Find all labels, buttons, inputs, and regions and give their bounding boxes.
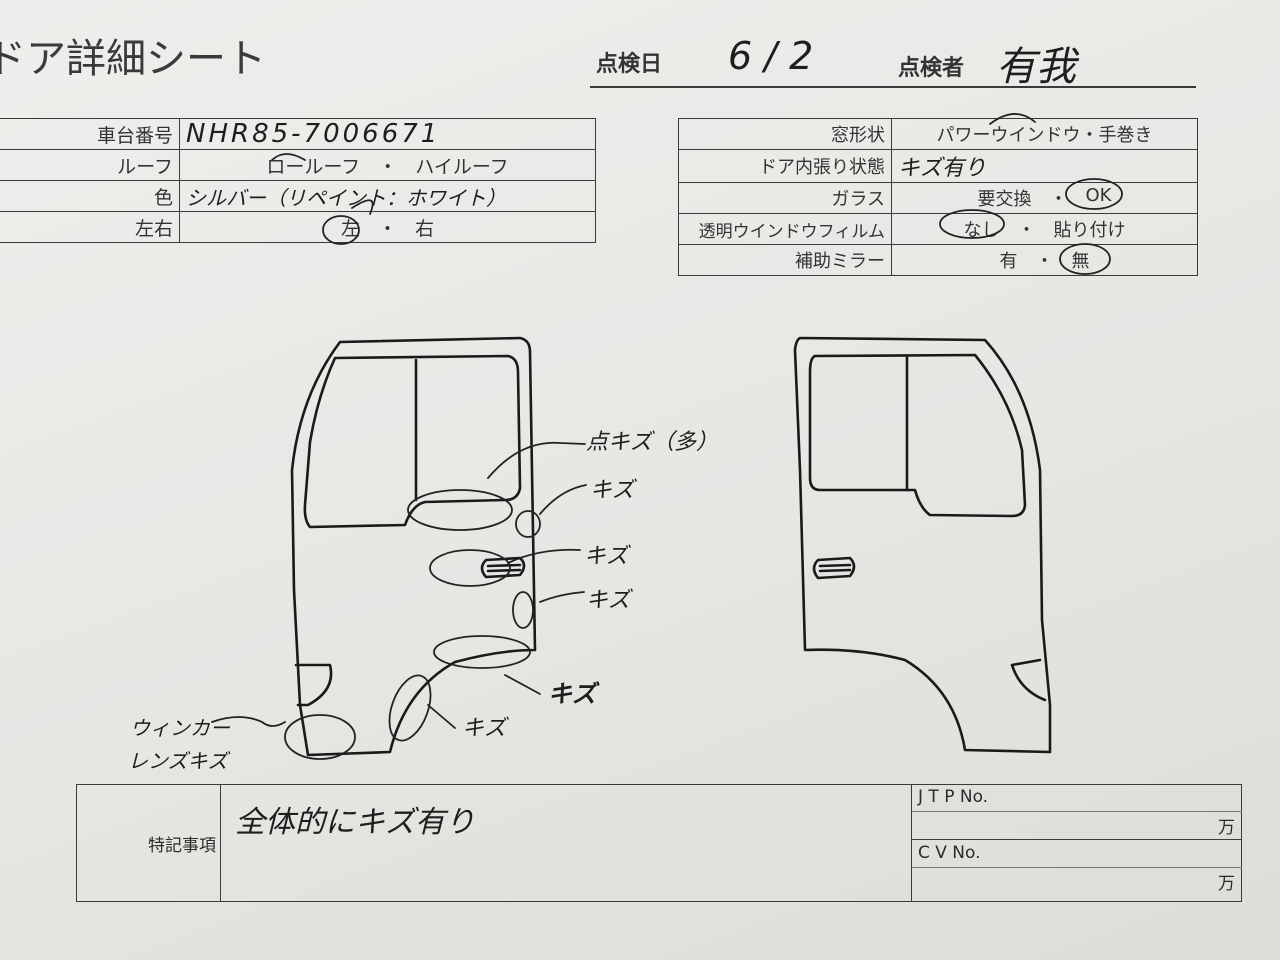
mark-turn-signal-scratch <box>284 714 356 760</box>
sheet-title: ドア詳細シート <box>0 36 266 82</box>
mark-door-scratch-1 <box>515 510 541 538</box>
color-label: 色 <box>0 180 180 212</box>
vehicle-info-table: 車台番号 NHR85-7006671 ルーフ ロールーフ ・ ハイルーフ 色 シ… <box>0 118 596 243</box>
inspection-date-label: 点検日 <box>596 52 663 77</box>
header-underline <box>590 86 1196 88</box>
annotation-scratch-4: キズ <box>548 680 596 708</box>
roof-option-low: ロールーフ <box>266 155 361 178</box>
table-row: ルーフ ロールーフ ・ ハイルーフ <box>0 149 596 181</box>
annotation-winker-line1: ウィンカー <box>130 716 230 740</box>
annotation-dot-scratch: 点キズ（多） <box>586 430 719 455</box>
roof-option-high: ハイルーフ <box>415 155 509 178</box>
mark-handle-scratch <box>429 549 511 587</box>
window-type-value: パワーウインドウ・手巻き <box>891 118 1198 150</box>
left-door-outline <box>290 336 537 757</box>
aux-mirror-label: 補助ミラー <box>678 244 892 276</box>
right-door-outline <box>793 336 1052 754</box>
glass-option-replace: 要交換 <box>977 189 1032 210</box>
window-film-label: 透明ウインドウフィルム <box>678 213 892 245</box>
side-option-right: 右 <box>415 217 435 240</box>
chassis-number-value: NHR85-7006671 <box>186 119 441 149</box>
table-row: ガラス 要交換 ・ OK <box>678 182 1198 214</box>
glass-option-ok: OK <box>1085 185 1112 206</box>
film-separator: ・ <box>1017 220 1036 241</box>
jtp-number-label: J T P No. <box>918 787 989 807</box>
left-door-window <box>303 354 522 529</box>
left-door-handle <box>480 556 526 579</box>
remarks-label: 特記事項 <box>148 835 216 856</box>
right-door-window <box>808 353 1027 518</box>
annotation-scratch-5: キズ <box>462 716 507 741</box>
mark-mirror-no-circle <box>1059 243 1111 275</box>
mark-film-none-circle <box>939 209 1005 239</box>
annotation-winker-line2: レンズキズ <box>128 749 228 773</box>
roof-label: ルーフ <box>0 149 180 181</box>
film-option-applied: 貼り付け <box>1053 220 1126 241</box>
glass-separator: ・ <box>1049 189 1068 210</box>
annotation-scratch-3: キズ <box>586 588 631 613</box>
color-value: シルバー（リペイント：ホワイト） <box>186 185 506 210</box>
table-row: 窓形状 パワーウインドウ・手巻き <box>678 118 1198 150</box>
mark-color-circle <box>351 199 374 215</box>
mirror-option-yes: 有 <box>999 251 1018 272</box>
annotation-scratch-2: キズ <box>584 544 629 569</box>
annotation-scratch-1: キズ <box>590 478 635 503</box>
remarks-box: 特記事項 全体的にキズ有り J T P No. 万 C V No. 万 <box>76 784 1242 902</box>
mark-ok-circle <box>1065 178 1123 210</box>
mark-door-scratch-2 <box>512 591 534 629</box>
mark-window-circle <box>989 113 1036 125</box>
remarks-value: 全体的にキズ有り <box>235 805 475 840</box>
inspector-value: 有我 <box>996 44 1076 90</box>
inspector-label: 点検者 <box>898 56 965 81</box>
mirror-separator: ・ <box>1035 251 1054 272</box>
inspection-date-value: 6 / 2 <box>728 34 814 78</box>
roof-separator: ・ <box>378 155 398 178</box>
mark-window-scratch <box>407 489 513 531</box>
remarks-label-cell: 特記事項 <box>77 785 221 901</box>
left-door-turn-signal <box>294 663 333 707</box>
table-row: 左右 左 ・ 右 <box>0 211 596 243</box>
inner-trim-value: キズ有り <box>898 156 987 181</box>
cv-number-unit: 万 <box>1218 874 1235 894</box>
table-row: 色 シルバー（リペイント：ホワイト） <box>0 180 596 212</box>
mirror-option-no: 無 <box>1071 251 1090 272</box>
mark-lower-scratch <box>433 635 531 669</box>
vehicle-numbers-cell: J T P No. 万 C V No. 万 <box>911 785 1242 901</box>
mark-wheel-arch-scratch <box>388 674 432 742</box>
right-door-handle <box>812 556 856 580</box>
mark-side-left-circle <box>322 215 360 245</box>
table-row: 補助ミラー 有 ・ 無 <box>678 244 1198 276</box>
side-separator: ・ <box>377 217 397 240</box>
side-label: 左右 <box>0 211 180 243</box>
jtp-number-unit: 万 <box>1218 818 1235 838</box>
right-door-turn-signal <box>1010 658 1047 702</box>
side-option-left: 左 <box>340 217 360 240</box>
mark-roof-circle <box>271 153 306 161</box>
cv-number-label: C V No. <box>918 843 981 863</box>
